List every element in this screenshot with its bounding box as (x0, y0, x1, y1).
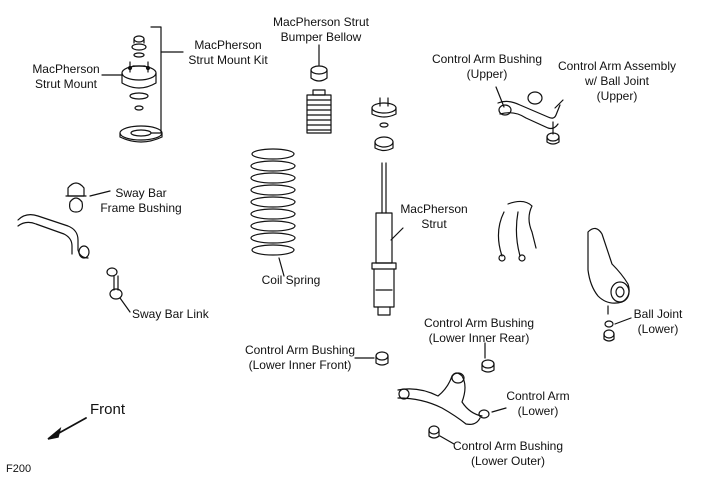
label-macpherson-strut: MacPherson Strut (400, 202, 468, 231)
label-control-arm-bushing-lower-inner-front: Control Arm Bushing (Lower Inner Front) (244, 343, 356, 372)
label-strut-mount: MacPherson Strut Mount (32, 62, 100, 91)
label-control-arm-lower: Control Arm (Lower) (506, 389, 570, 418)
lower-control-arm-part (397, 372, 490, 425)
label-bumper-bellow: MacPherson Strut Bumper Bellow (272, 15, 370, 44)
label-sway-bar-link: Sway Bar Link (132, 307, 209, 321)
hub-knuckle-part (587, 227, 630, 342)
strut-mount-kit-bracket (150, 26, 162, 134)
label-strut-mount-kit: MacPherson Strut Mount Kit (188, 38, 268, 67)
label-control-arm-bushing-upper: Control Arm Bushing (Upper) (431, 52, 543, 81)
steering-knuckle-part (497, 200, 537, 262)
label-front: Front (90, 401, 126, 418)
bumper-bellow-part (306, 65, 332, 134)
sway-bar-link-part (106, 267, 123, 300)
lower-outer-bushing-part (428, 425, 440, 439)
macpherson-strut-part (371, 162, 397, 316)
label-sway-bar-frame-bushing: Sway Bar Frame Bushing (100, 186, 182, 215)
strut-mount-kit-parts (119, 35, 163, 143)
figure-code: F200 (6, 463, 32, 475)
strut-upper-hardware (371, 97, 397, 152)
label-control-arm-assembly-upper: Control Arm Assembly w/ Ball Joint (Uppe… (557, 59, 677, 103)
label-ball-joint-lower: Ball Joint (Lower) (633, 307, 683, 336)
sway-bar-bushing-part (65, 182, 87, 213)
upper-control-arm-part (497, 91, 561, 145)
lower-inner-rear-bushing-part (481, 359, 495, 373)
coil-spring-part (250, 148, 296, 256)
label-control-arm-bushing-lower-outer: Control Arm Bushing (Lower Outer) (452, 439, 564, 468)
lower-inner-front-bushing-part (375, 351, 389, 366)
label-control-arm-bushing-lower-inner-rear: Control Arm Bushing (Lower Inner Rear) (423, 316, 535, 345)
front-arrow-head (47, 426, 62, 440)
label-coil-spring: Coil Spring (261, 273, 321, 287)
sway-bar-part (17, 214, 90, 259)
